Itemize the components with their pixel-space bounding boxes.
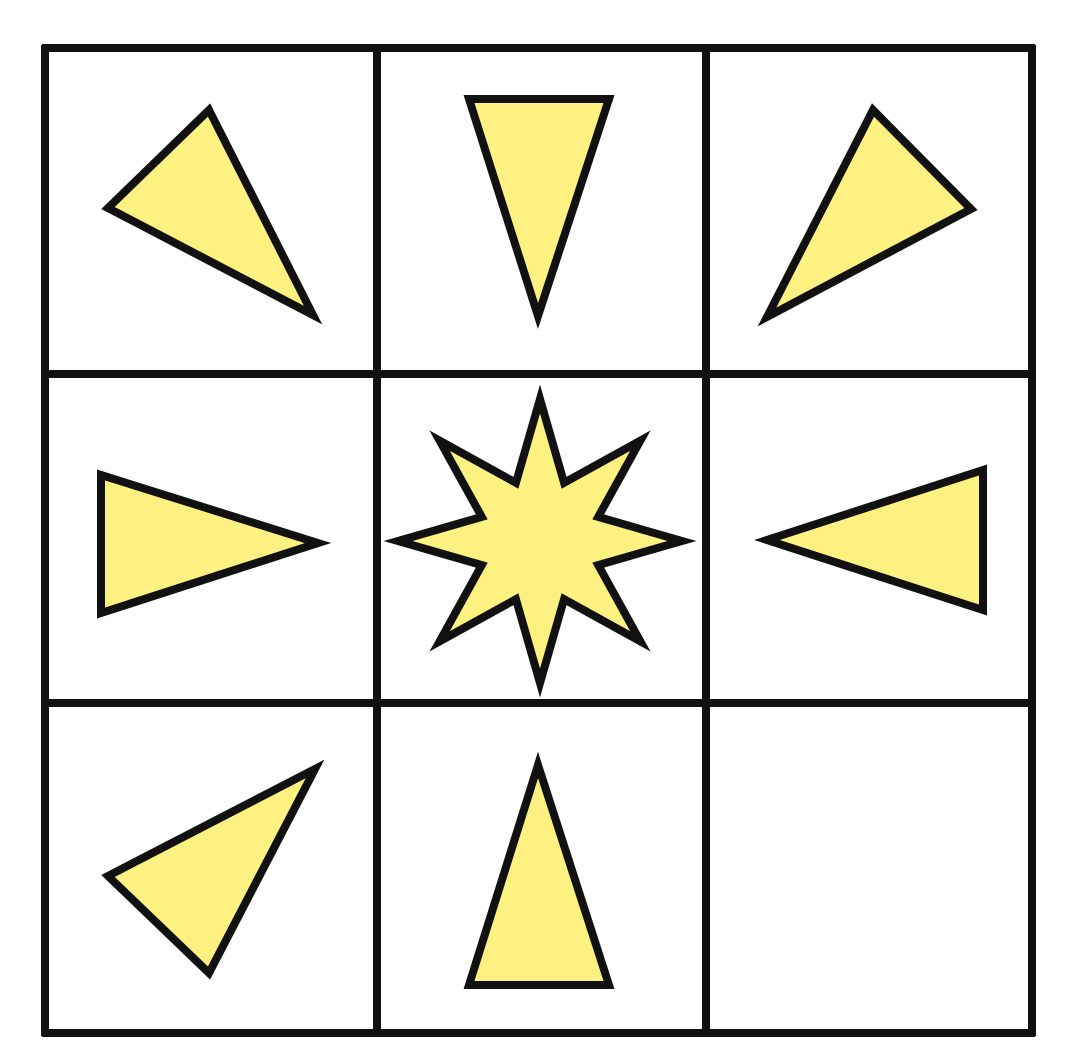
eight-point-star-shape	[383, 384, 697, 698]
triangle-pointing-right-shape	[97, 469, 332, 619]
triangle-pointing-left-shape	[754, 464, 987, 616]
cell-r0-c2	[757, 103, 978, 327]
cell-r1-c0	[97, 469, 332, 619]
grid-lines	[41, 44, 1036, 1037]
cell-r0-c0	[101, 103, 323, 325]
triangle-pointing-bottom-left-shape	[757, 103, 978, 327]
triangle-pointing-down-shape	[463, 95, 615, 330]
cell-r2-c0	[101, 759, 325, 980]
puzzle-cells	[97, 95, 987, 989]
triangle-pointing-top-right-shape	[101, 759, 325, 980]
cell-r2-c1	[463, 751, 615, 989]
cell-r1-c1	[383, 384, 697, 698]
cell-r1-c2	[754, 464, 987, 616]
triangle-pointing-up-shape	[463, 751, 615, 989]
cell-r0-c1	[463, 95, 615, 330]
triangle-pointing-bottom-right-shape	[101, 103, 323, 325]
